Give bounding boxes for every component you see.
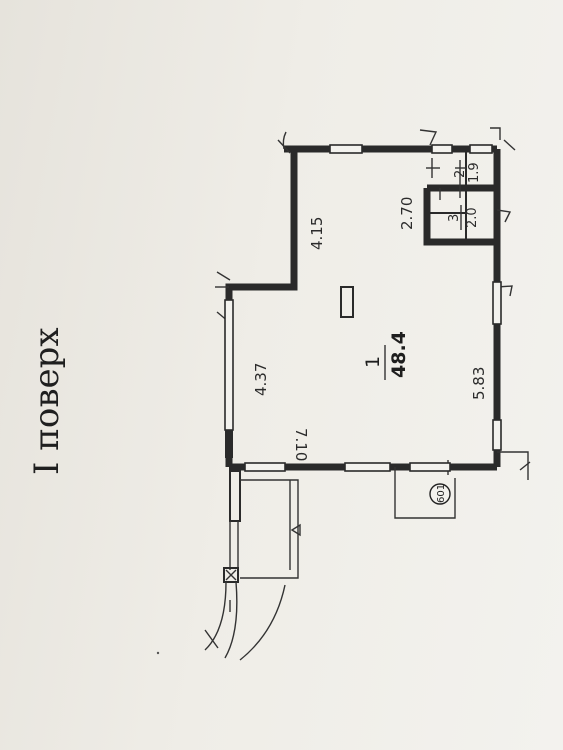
room-3-area: 2.0 [465,207,480,228]
entrance-porch [204,470,301,661]
room-1-area: 48.4 [388,331,410,378]
wall-extension-marks [215,127,531,480]
marker-601-label: 601 [436,484,447,503]
room-3-label: 3 2.0 [447,205,480,230]
room-2-label: 2 1.9 [453,162,482,183]
room-2-area: 1.9 [467,162,482,183]
windows [224,144,502,472]
room-fixture-mark [340,286,354,318]
stray-dot [156,651,160,655]
room-3-number: 3 [447,214,462,222]
dimension-4-37: 4.37 [252,363,270,396]
outer-walls [225,145,501,471]
room-1-number: 1 [362,356,384,368]
small-room-fixtures [426,158,466,200]
floor-title: I поверх [27,327,67,475]
dimension-2-70: 2.70 [398,197,416,230]
dimension-5-83: 5.83 [470,367,488,400]
dimension-4-15: 4.15 [308,217,326,250]
room-1-label: 1 48.4 [362,331,410,380]
room-2-number: 2 [453,170,468,178]
marker-601: 601 [394,467,456,519]
dimension-7-10: 7.10 [292,428,310,461]
